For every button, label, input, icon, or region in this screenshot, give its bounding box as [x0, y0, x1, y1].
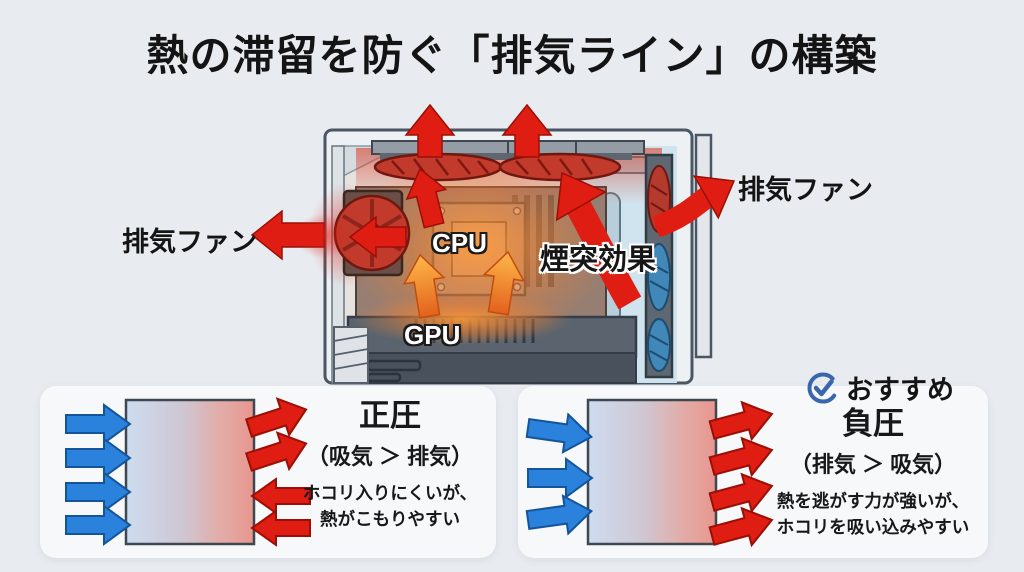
heat-rise-arrow-left-icon — [402, 253, 446, 319]
pressure-box — [586, 398, 718, 546]
negative-pressure-panel: おすすめ 負圧 （排気 ＞ 吸気） 熱を逃がす力が強いが、 — [518, 372, 988, 558]
recommended-badge: おすすめ — [806, 368, 954, 407]
exhaust-arrows — [708, 400, 774, 548]
chimney-effect-arrow-icon — [555, 171, 642, 310]
recommended-badge-label: おすすめ — [846, 375, 954, 405]
negative-pressure-formula: （排気 ＞ 吸気） — [789, 451, 957, 477]
pressure-box — [124, 398, 256, 546]
pc-case-airflow-diagram — [250, 103, 736, 385]
front-exhaust-fan-label: 排気ファン — [122, 227, 257, 257]
leak-exhaust-arrows — [244, 397, 311, 547]
positive-pressure-panel: 正圧 （吸気 ＞ 排気） ホコリ入りにくいが、 熱がこもりやすい — [40, 386, 496, 558]
exhaust-arrow-to-front-fan-icon — [348, 215, 407, 259]
front-exit-glow — [294, 214, 350, 258]
positive-pressure-formula: （吸気 ＞ 排気） — [306, 443, 474, 469]
negative-desc-line2: ホコリを吸い込みやすい — [776, 516, 970, 537]
exhaust-arrow-top-right-icon — [501, 103, 553, 158]
check-circle-icon — [807, 372, 839, 403]
rear-exhaust-fan-label: 排気ファン — [738, 175, 873, 205]
intake-arrows — [525, 412, 594, 536]
exhaust-arrow-rear-exit-icon — [652, 175, 736, 238]
gpu-label: GPU — [404, 320, 461, 350]
positive-pressure-name: 正圧 — [359, 398, 421, 433]
intake-arrows — [65, 403, 132, 546]
heat-rise-arrow-right-icon — [482, 250, 526, 316]
positive-pressure-text: 正圧 （吸気 ＞ 排気） ホコリ入りにくいが、 熱がこもりやすい — [290, 398, 490, 532]
top-fan-right-icon — [498, 152, 622, 182]
cpu-heat-glow — [346, 151, 610, 343]
negative-desc-line1: 熱を逃がす力が強いが、 — [776, 490, 970, 511]
cpu-label: CPU — [432, 228, 487, 258]
negative-pressure-name: 負圧 — [842, 406, 904, 441]
positive-desc-line1: ホコリ入りにくいが、 — [302, 482, 478, 503]
exhaust-arrow-to-top-fan-icon — [405, 167, 448, 229]
exhaust-arrow-top-left-icon — [404, 103, 456, 158]
negative-pressure-description: 熱を逃がす力が強いが、 ホコリを吸い込みやすい — [762, 488, 984, 541]
top-fan-left-icon — [373, 152, 503, 182]
drive-cage — [333, 326, 369, 384]
chimney-effect-label: 煙突効果 — [540, 244, 657, 276]
gpu-heat-glow — [352, 293, 572, 345]
positive-desc-line2: 熱がこもりやすい — [320, 508, 460, 529]
positive-pressure-description: ホコリ入りにくいが、 熱がこもりやすい — [290, 480, 490, 533]
negative-pressure-text: 負圧 （排気 ＞ 吸気） 熱を逃がす力が強いが、 ホコリを吸い込みやすい — [762, 406, 984, 540]
negative-pressure-airflow-icon — [525, 398, 774, 548]
page-title: 熱の滞留を防ぐ「排気ライン」の構築 — [146, 32, 878, 79]
positive-pressure-airflow-icon — [65, 397, 311, 547]
